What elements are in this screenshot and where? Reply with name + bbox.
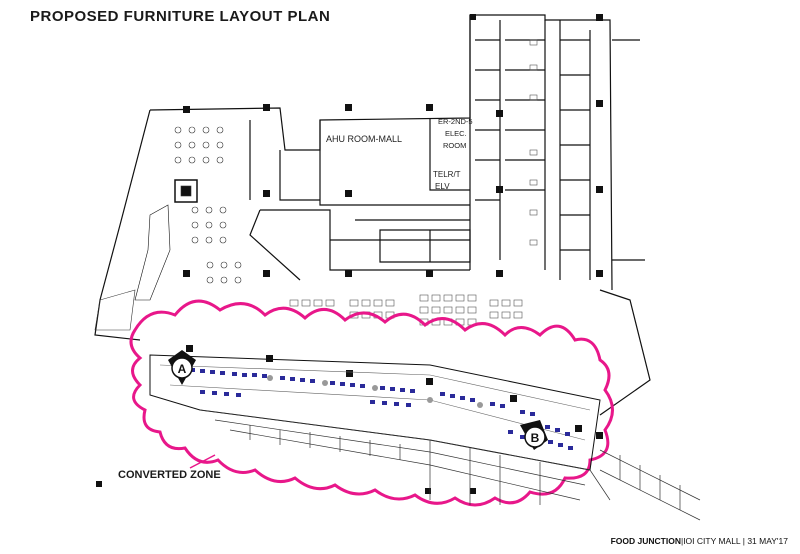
lower-corridor xyxy=(199,409,701,521)
footer-sep-1: | xyxy=(680,536,684,546)
elec-label: ELEC. xyxy=(445,129,467,138)
footer-date: 31 MAY'17 xyxy=(747,536,788,546)
converted-zone-leader xyxy=(189,454,216,469)
elec-room-label: ROOM xyxy=(443,141,466,150)
columns xyxy=(96,14,603,494)
converted-dining-strip xyxy=(149,354,601,471)
elv-label: ELV xyxy=(435,182,450,191)
building-walls xyxy=(94,14,651,416)
footer-brand: FOOD JUNCTION xyxy=(610,536,681,546)
page-title: PROPOSED FURNITURE LAYOUT PLAN xyxy=(30,8,331,25)
dining-tables xyxy=(94,39,538,331)
er-label: ER-2ND-5 xyxy=(438,117,473,126)
marker-b-label: B xyxy=(531,431,540,445)
section-marker-b: B xyxy=(520,420,548,450)
footer-mall: IOI CITY MALL xyxy=(683,536,741,546)
marker-a-label: A xyxy=(178,362,187,376)
telrt-label: TELR/T xyxy=(433,170,461,179)
ahu-room-label: AHU ROOM-MALL xyxy=(326,134,402,144)
converted-zone-label: CONVERTED ZONE xyxy=(118,469,221,481)
footer: FOOD JUNCTION|IOI CITY MALL | 31 MAY'17 xyxy=(611,536,788,546)
section-marker-a: A xyxy=(168,350,196,385)
converted-zone-cloud xyxy=(129,299,614,507)
footer-sep-2: | xyxy=(742,536,745,546)
